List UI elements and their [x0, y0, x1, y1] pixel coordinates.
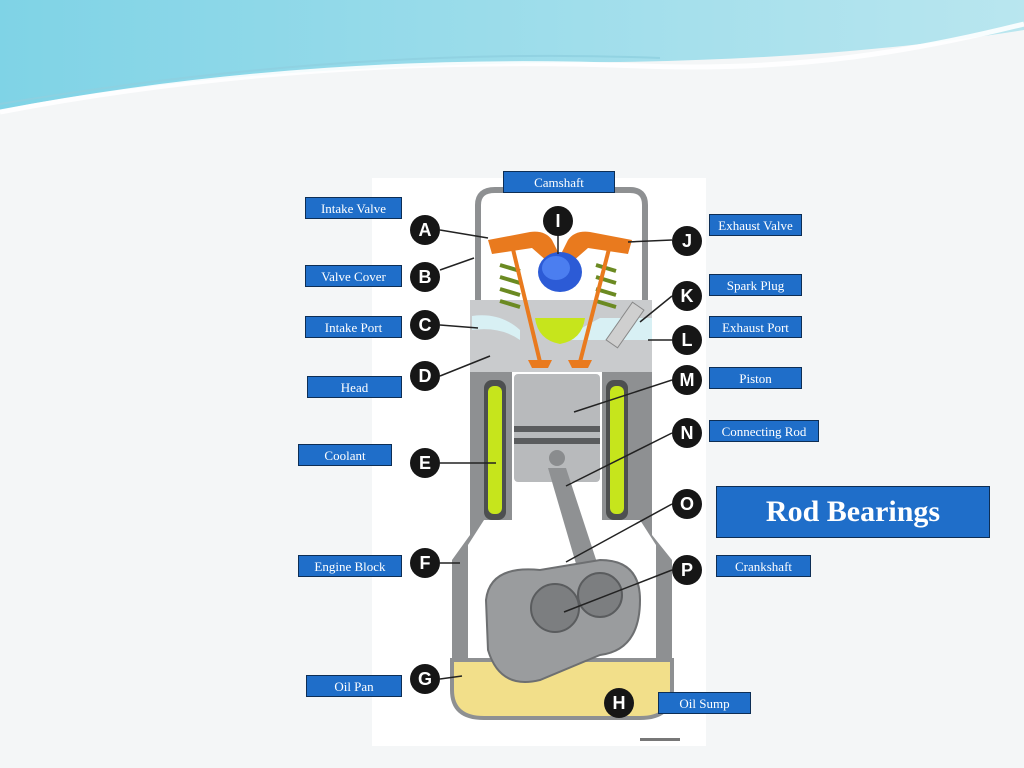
- leader-lines: [439, 229, 673, 680]
- label-exhaust-valve: Exhaust Valve: [709, 214, 802, 236]
- label-oil-pan: Oil Pan: [306, 675, 402, 697]
- intake-rocker: [488, 231, 560, 262]
- label-intake-valve: Intake Valve: [305, 197, 402, 219]
- header-wave-decoration: [0, 0, 1024, 115]
- label-oil-sump: Oil Sump: [658, 692, 751, 714]
- marker-o: O: [672, 489, 702, 519]
- coolant-right: [610, 386, 624, 514]
- marker-m: M: [672, 365, 702, 395]
- label-crankshaft: Crankshaft: [716, 555, 811, 577]
- marker-d: D: [410, 361, 440, 391]
- label-rod-bearings: Rod Bearings: [716, 486, 990, 538]
- marker-e: E: [410, 448, 440, 478]
- marker-b: B: [410, 262, 440, 292]
- spark-plug-shape: [605, 301, 645, 349]
- label-valve-cover: Valve Cover: [305, 265, 402, 287]
- marker-a: A: [410, 215, 440, 245]
- coolant-left: [488, 386, 502, 514]
- combustion-chamber: [535, 318, 585, 344]
- marker-c: C: [410, 310, 440, 340]
- marker-p: P: [672, 555, 702, 585]
- label-camshaft: Camshaft: [503, 171, 615, 193]
- label-head: Head: [307, 376, 402, 398]
- marker-h: H: [604, 688, 634, 718]
- marker-g: G: [410, 664, 440, 694]
- label-engine-block: Engine Block: [298, 555, 402, 577]
- exhaust-rocker: [560, 231, 632, 262]
- marker-j: J: [672, 226, 702, 256]
- label-piston: Piston: [709, 367, 802, 389]
- marker-k: K: [672, 281, 702, 311]
- label-exhaust-port: Exhaust Port: [709, 316, 802, 338]
- marker-l: L: [672, 325, 702, 355]
- label-intake-port: Intake Port: [305, 316, 402, 338]
- label-connecting-rod: Connecting Rod: [709, 420, 819, 442]
- label-spark-plug: Spark Plug: [709, 274, 802, 296]
- marker-i: I: [543, 206, 573, 236]
- marker-n: N: [672, 418, 702, 448]
- marker-f: F: [410, 548, 440, 578]
- label-coolant: Coolant: [298, 444, 392, 466]
